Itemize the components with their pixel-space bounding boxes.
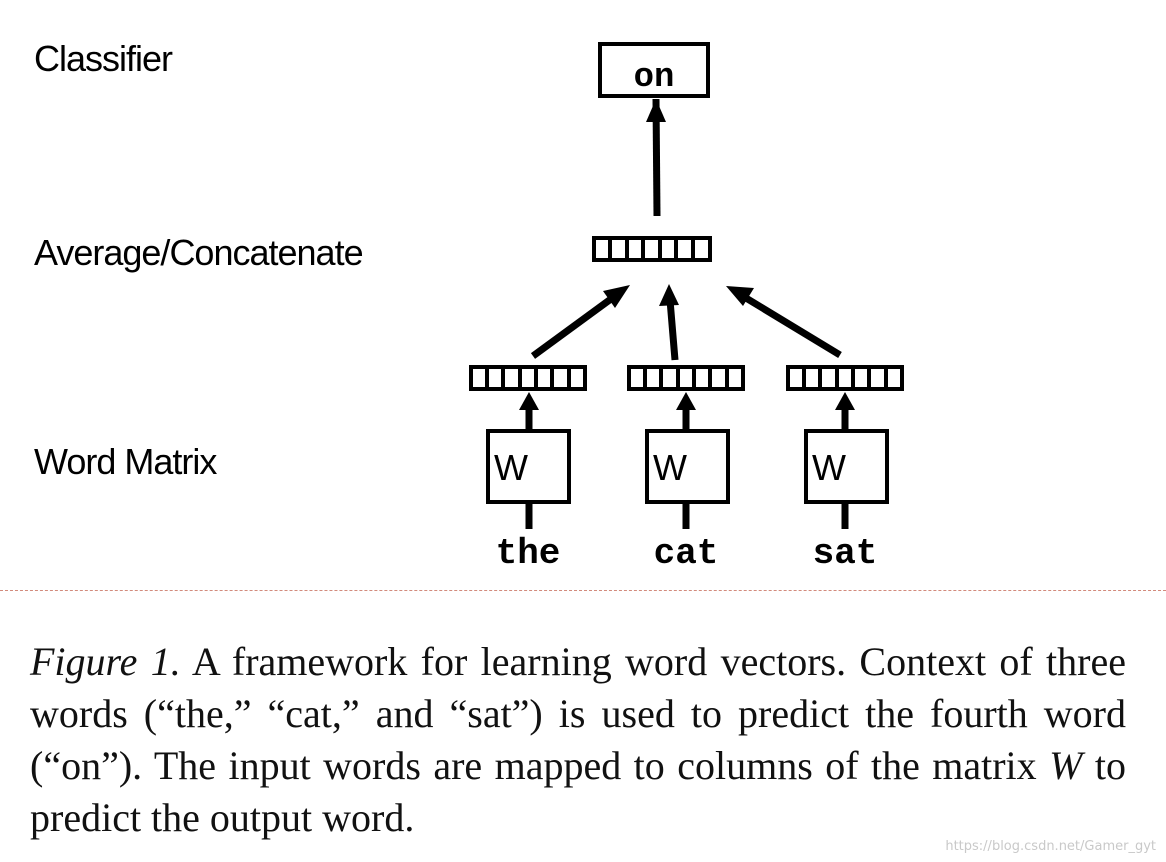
caption-text: A framework for learning word vectors. C… [30, 639, 1127, 788]
matrix-label-2: W [653, 447, 687, 488]
word-matrix-label: Word Matrix [34, 441, 217, 482]
arrow-head-w1 [519, 392, 539, 410]
arrow-head-cat [659, 284, 679, 306]
caption-lead: Figure 1. [30, 639, 181, 684]
input-word-sat: sat [813, 533, 878, 574]
arrow-head-classifier [646, 99, 666, 122]
caption-tail: to predict the output word. [30, 743, 1127, 840]
arrow-head-w2 [676, 392, 696, 410]
classifier-label: Classifier [34, 38, 173, 79]
matrix-label-1: W [494, 447, 528, 488]
average-concatenate-label: Average/Concatenate [34, 232, 364, 273]
input-word-cat: cat [654, 533, 719, 574]
output-word: on [634, 59, 675, 97]
watermark: https://blog.csdn.net/Gamer_gyt [945, 839, 1156, 854]
matrix-label-3: W [812, 447, 846, 488]
input-word-the: the [496, 533, 561, 574]
output-word-box [598, 42, 710, 98]
arrow-sat-to-average [739, 292, 842, 358]
arrow-head-the [603, 285, 630, 308]
word-vector-sat [786, 365, 904, 391]
section-divider [0, 590, 1166, 591]
average-vector [592, 236, 712, 262]
arrow-cat-to-average [666, 299, 679, 361]
arrow-head-sat [726, 286, 754, 306]
figure-caption: Figure 1. A framework for learning word … [30, 636, 1126, 844]
word-vector-the [469, 365, 587, 391]
arrow-the-to-average [530, 293, 618, 359]
word-vector-cat [627, 365, 745, 391]
arrow-head-w3 [835, 392, 855, 410]
word-vector-diagram: on [469, 42, 904, 574]
caption-variable: W [1049, 743, 1083, 788]
